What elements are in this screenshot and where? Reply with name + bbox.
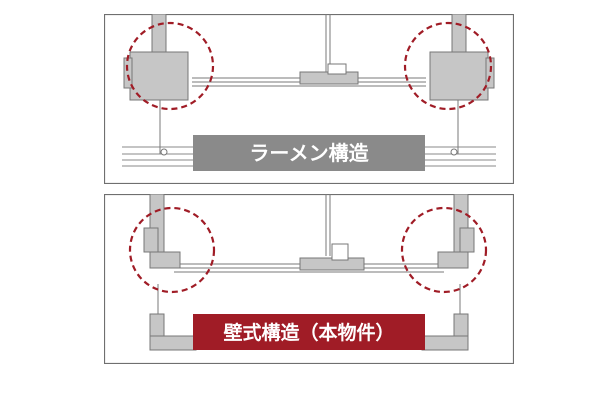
label-background [193,135,425,171]
center-box [331,243,349,261]
post-marker [160,148,168,156]
bottom-walls [149,313,469,351]
label-wall: 壁式構造（本物件） [223,321,394,344]
post-marker [450,148,458,156]
highlight-circle-right [400,206,488,294]
center-box [327,63,347,75]
highlight-circle-left [128,206,216,294]
left-column [123,14,189,101]
highlight-circle-left [125,21,215,111]
right-column [429,14,495,101]
right-wall [437,194,475,269]
diagram-rahmen-structure: ラーメン構造 [104,14,514,184]
label-background [193,314,425,350]
highlight-circle-right [403,21,493,111]
diagram-wall-structure: 壁式構造（本物件） [104,194,514,364]
left-wall [143,194,181,269]
rahmen-floorplan: ラーメン構造 [104,14,514,184]
label-rahmen: ラーメン構造 [249,141,369,165]
wall-floorplan: 壁式構造（本物件） [104,194,514,364]
